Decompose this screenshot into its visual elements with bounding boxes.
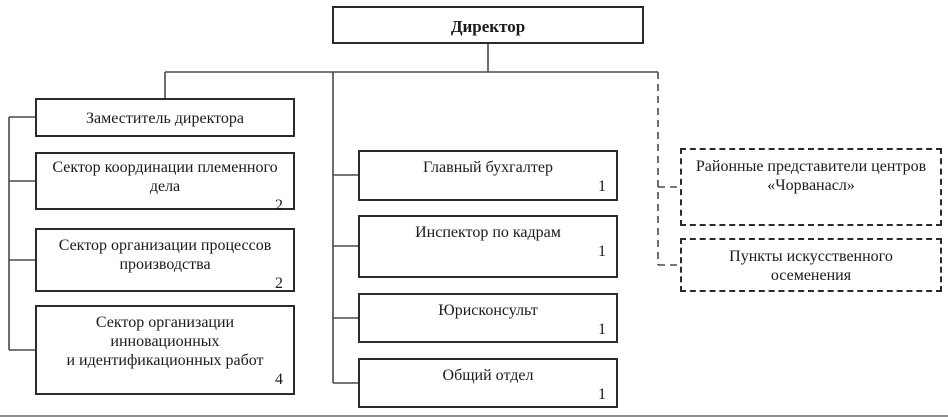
node-label: дела bbox=[149, 178, 181, 195]
staff-count: 2 bbox=[275, 197, 283, 214]
node-label: Районные представители центров bbox=[695, 158, 927, 175]
staff-count: 2 bbox=[275, 275, 283, 292]
node-label: и идентификационных работ bbox=[66, 352, 264, 369]
node-label: Сектор организации bbox=[95, 314, 235, 331]
node-sector-breeding-coordination: Сектор координации племенного дела 2 bbox=[35, 152, 295, 214]
node-label: Главный бухгалтер bbox=[423, 159, 553, 176]
node-label: Инспектор по кадрам bbox=[415, 224, 561, 241]
node-sector-production-processes: Сектор организации процессов производств… bbox=[35, 228, 295, 292]
node-label: «Чорванасл» bbox=[767, 177, 855, 194]
node-label: Сектор координации племенного bbox=[52, 159, 278, 176]
staff-count: 1 bbox=[598, 178, 606, 195]
node-label: производства bbox=[119, 256, 211, 273]
node-deputy-director: Заместитель директора bbox=[35, 98, 295, 137]
node-general-department: Общий отдел 1 bbox=[358, 358, 618, 408]
staff-count: 1 bbox=[598, 386, 606, 403]
node-label: Директор bbox=[450, 17, 526, 36]
node-label: инновационных bbox=[110, 333, 220, 350]
node-label: Пункты искусственного bbox=[729, 248, 893, 265]
node-artificial-insemination-points: Пункты искусственного осеменения bbox=[680, 238, 942, 292]
node-label: Общий отдел bbox=[442, 367, 534, 384]
node-label: осеменения bbox=[770, 267, 852, 284]
node-legal-counsel: Юрисконсульт 1 bbox=[358, 293, 618, 343]
staff-count: 1 bbox=[598, 243, 606, 260]
node-label: Заместитель директора bbox=[85, 110, 245, 127]
node-hr-inspector: Инспектор по кадрам 1 bbox=[358, 215, 618, 278]
node-label: Юрисконсульт bbox=[438, 302, 538, 319]
node-label: Сектор организации процессов bbox=[58, 237, 272, 254]
node-sector-innovation-identification: Сектор организации инновационных и идент… bbox=[35, 305, 295, 395]
node-director: Директор bbox=[332, 6, 644, 44]
node-chief-accountant: Главный бухгалтер 1 bbox=[358, 150, 618, 201]
staff-count: 4 bbox=[275, 371, 283, 388]
node-regional-representatives-chorvanasl: Районные представители центров «Чорванас… bbox=[680, 148, 942, 226]
staff-count: 1 bbox=[598, 321, 606, 338]
